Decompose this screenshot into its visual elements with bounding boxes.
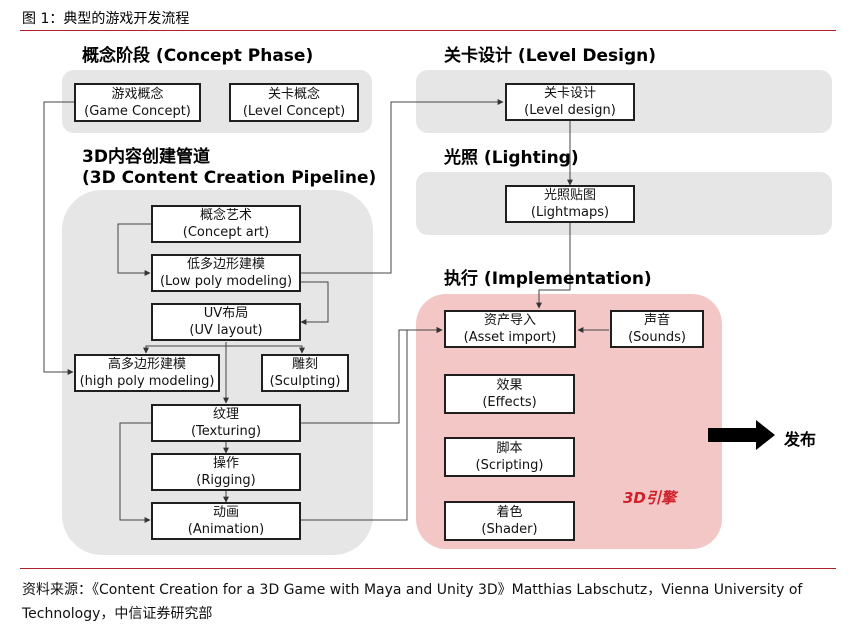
texturing-box: 纹理 (Texturing)	[151, 404, 301, 442]
high-poly-en: (high poly modeling)	[79, 374, 215, 389]
connector-concept-art-to-low-poly	[117, 223, 152, 276]
concept-art-en: (Concept art)	[182, 225, 270, 240]
concept-art-box: 概念艺术 (Concept art)	[151, 205, 301, 243]
asset-import-zh: 资产导入	[483, 313, 536, 328]
level-design-zh: 关卡设计	[543, 86, 596, 101]
sculpting-box: 雕刻 (Sculpting)	[261, 354, 349, 392]
game-concept-en: (Game Concept)	[84, 103, 191, 119]
animation-en: (Animation)	[187, 522, 265, 537]
lightmaps-en: (Lightmaps)	[530, 205, 610, 220]
connector-animation-to-asset-import	[300, 327, 443, 521]
high-poly-box: 高多边形建模 (high poly modeling)	[74, 354, 220, 392]
low-poly-en: (Low poly modeling)	[159, 274, 293, 289]
connector-texturing-to-animation	[119, 422, 152, 523]
lightmaps-box: 光照贴图 (Lightmaps)	[505, 185, 635, 223]
implementation-heading: 执行 (Implementation)	[444, 269, 652, 289]
sounds-en: (Sounds)	[628, 330, 686, 345]
scripting-zh: 脚本	[496, 441, 523, 456]
shader-en: (Shader)	[481, 522, 538, 537]
connector-uv-to-sculpting	[226, 345, 305, 354]
source-note: 资料来源：《Content Creation for a 3D Game wit…	[22, 582, 803, 622]
uv-layout-zh: UV布局	[203, 306, 249, 321]
sculpting-en: (Sculpting)	[269, 374, 341, 389]
effects-box: 效果 (Effects)	[444, 374, 575, 414]
bottom-divider	[20, 568, 836, 569]
game-concept-zh: 游戏概念	[111, 86, 164, 102]
pipeline-heading-line2: (3D Content Creation Pipeline)	[82, 168, 377, 188]
publish-arrow	[708, 420, 775, 450]
asset-import-box: 资产导入 (Asset import)	[444, 310, 576, 348]
connector-low-poly-to-level-design	[300, 99, 504, 274]
level-design-en: (Level design)	[524, 103, 616, 118]
connector-uv-to-high-poly	[143, 345, 226, 354]
figure-caption: 图 1：典型的游戏开发流程	[22, 11, 190, 27]
scripting-en: (Scripting)	[475, 458, 544, 473]
uv-layout-box: UV布局 (UV layout)	[151, 303, 301, 341]
level-design-heading: 关卡设计 (Level Design)	[444, 46, 657, 66]
concept-art-zh: 概念艺术	[199, 208, 252, 223]
asset-import-en: (Asset import)	[463, 330, 557, 345]
3d-engine-label: 3D引擎	[623, 489, 676, 507]
uv-layout-en: (UV layout)	[189, 323, 263, 338]
connector-game-concept-to-high-poly	[43, 101, 74, 375]
sounds-box: 声音 (Sounds)	[610, 310, 704, 348]
animation-zh: 动画	[212, 505, 239, 520]
sounds-zh: 声音	[643, 313, 670, 328]
low-poly-zh: 低多边形建模	[186, 257, 265, 272]
level-concept-en: (Level Concept)	[242, 103, 346, 119]
high-poly-zh: 高多边形建模	[107, 357, 186, 372]
effects-zh: 效果	[496, 378, 523, 393]
rigging-zh: 操作	[212, 456, 239, 471]
connector-low-poly-to-uv	[300, 281, 329, 325]
concept-phase-heading: 概念阶段 (Concept Phase)	[82, 46, 314, 66]
publish-label: 发布	[784, 430, 817, 449]
low-poly-box: 低多边形建模 (Low poly modeling)	[151, 254, 301, 292]
game-concept-box: 游戏概念 (Game Concept)	[74, 83, 201, 122]
animation-box: 动画 (Animation)	[151, 502, 301, 540]
rigging-box: 操作 (Rigging)	[151, 453, 301, 491]
shader-zh: 着色	[496, 505, 523, 520]
effects-en: (Effects)	[482, 395, 537, 410]
level-concept-zh: 关卡概念	[267, 86, 320, 102]
level-concept-box: 关卡概念 (Level Concept)	[229, 83, 359, 122]
rigging-en: (Rigging)	[196, 473, 256, 488]
level-design-box: 关卡设计 (Level design)	[505, 83, 635, 121]
pipeline-heading-line1: 3D内容创建管道	[82, 147, 210, 167]
scripting-box: 脚本 (Scripting)	[444, 437, 575, 477]
shader-box: 着色 (Shader)	[444, 501, 575, 541]
texturing-en: (Texturing)	[190, 424, 262, 439]
sculpting-zh: 雕刻	[291, 357, 318, 372]
texturing-zh: 纹理	[212, 407, 239, 422]
lightmaps-zh: 光照贴图	[543, 188, 596, 203]
lighting-heading: 光照 (Lighting)	[444, 148, 579, 168]
top-divider	[20, 30, 836, 31]
connector-lightmaps-to-asset-import	[536, 222, 571, 309]
